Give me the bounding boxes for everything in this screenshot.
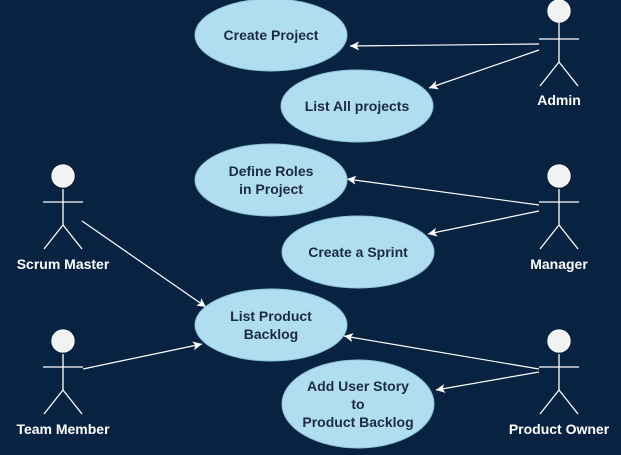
association-team-member-to-list-product-backlog [82, 341, 203, 370]
association-product-owner-to-list-product-backlog [343, 333, 540, 370]
actor-left-leg [539, 224, 560, 250]
usecase-ellipse[interactable] [280, 69, 434, 143]
actor-left-leg [43, 224, 64, 250]
usecase-label-line: Create Project [224, 27, 319, 43]
usecase-ellipse[interactable] [194, 288, 348, 362]
usecase-label-line: in Project [239, 181, 303, 197]
usecase-ellipse[interactable] [281, 215, 435, 289]
usecase-ellipse[interactable] [281, 359, 435, 449]
actor-label: Admin [537, 92, 581, 108]
actor-scrum-master[interactable]: Scrum Master [17, 164, 110, 272]
actor-head-icon [51, 329, 75, 353]
actor-product-owner[interactable]: Product Owner [509, 329, 610, 437]
actor-head-icon [547, 0, 571, 23]
actor-team-member[interactable]: Team Member [16, 329, 110, 437]
usecase-ellipse[interactable] [194, 143, 348, 217]
usecase-label-line: Backlog [244, 326, 298, 342]
usecase-create-sprint[interactable]: Create a Sprint [281, 215, 435, 289]
actor-admin[interactable]: Admin [537, 0, 581, 108]
actor-manager[interactable]: Manager [530, 164, 588, 272]
association-admin-to-list-all-projects [428, 49, 540, 90]
actor-right-leg [62, 224, 83, 250]
usecase-label-line: Define Roles [229, 163, 314, 179]
association-manager-to-define-roles [346, 175, 540, 206]
actor-label: Team Member [16, 421, 110, 437]
actor-head-icon [51, 164, 75, 188]
usecase-label-line: List All projects [305, 98, 410, 114]
usecase-create-project[interactable]: Create Project [194, 0, 348, 72]
actor-right-leg [558, 224, 579, 250]
actor-label: Product Owner [509, 421, 610, 437]
association-manager-to-create-sprint [427, 210, 540, 237]
associations [81, 41, 540, 393]
actor-right-leg [558, 389, 579, 415]
actor-right-leg [558, 61, 579, 87]
actor-left-leg [43, 389, 64, 415]
usecase-ellipse[interactable] [194, 0, 348, 72]
usecase-list-all-projects[interactable]: List All projects [280, 69, 434, 143]
actor-left-leg [539, 61, 560, 87]
actor-right-leg [62, 389, 83, 415]
association-admin-to-create-project [349, 41, 540, 51]
usecase-define-roles[interactable]: Define Roles in Project [194, 143, 348, 217]
association-scrum-master-to-list-product-backlog [81, 220, 207, 308]
actor-label: Manager [530, 256, 588, 272]
actor-label: Scrum Master [17, 256, 110, 272]
usecase-label-line: Create a Sprint [308, 244, 408, 260]
usecase-label-line: to [351, 396, 364, 412]
usecase-label-line: List Product [230, 308, 312, 324]
actor-head-icon [547, 164, 571, 188]
actor-head-icon [547, 329, 571, 353]
association-product-owner-to-add-user-story [435, 371, 540, 393]
actor-left-leg [539, 389, 560, 415]
usecase-label-line: Product Backlog [302, 414, 413, 430]
usecase-label-line: Add User Story [307, 378, 409, 394]
